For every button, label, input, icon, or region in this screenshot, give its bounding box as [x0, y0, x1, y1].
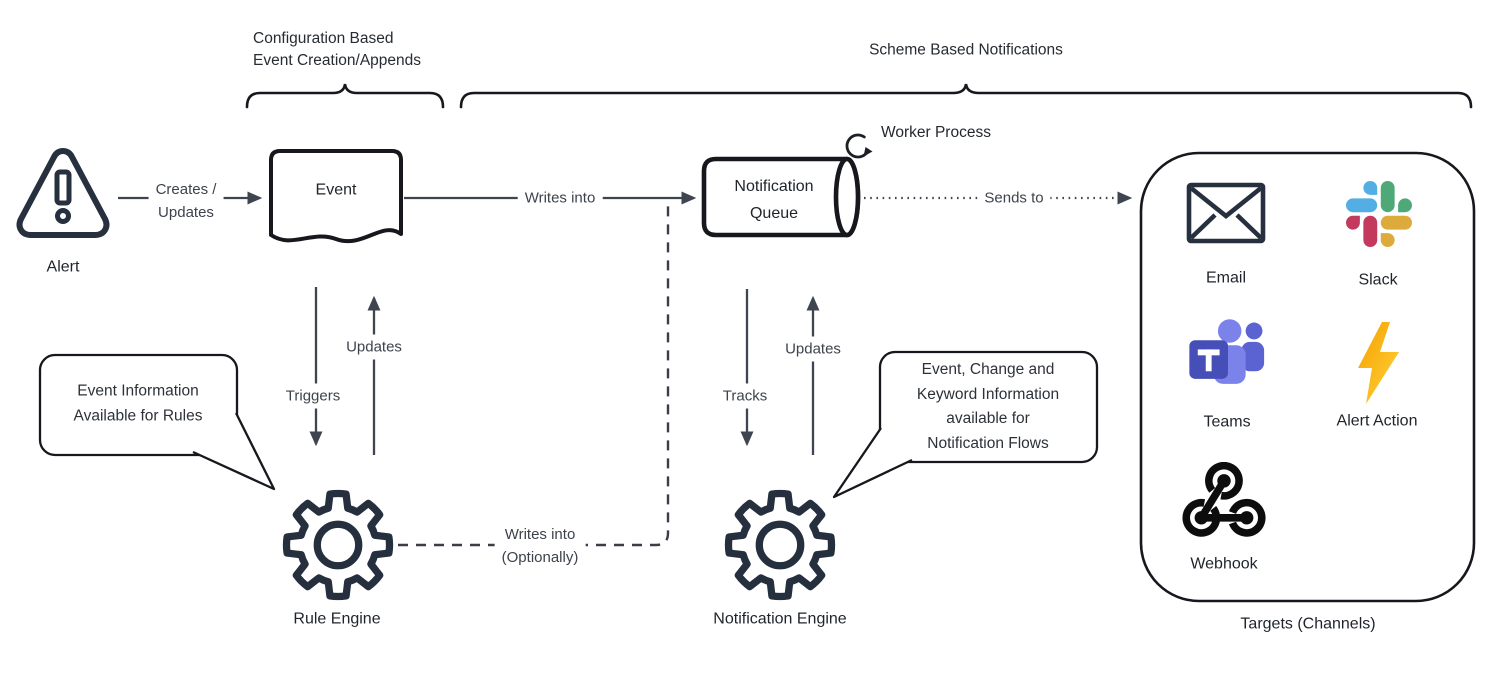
- teams-icon: [1189, 319, 1265, 384]
- callout-flows-tail-fill: [834, 428, 912, 497]
- alert-icon: [16, 148, 110, 238]
- notification-queue-shape: [701, 156, 861, 238]
- target-label-slack: Slack: [1358, 271, 1398, 289]
- event-label: Event: [315, 181, 357, 199]
- target-label-webhook: Webhook: [1190, 555, 1258, 573]
- targets-box: [1139, 151, 1476, 603]
- edge-label-tracks: Tracks: [715, 383, 775, 409]
- worker-process-label: Worker Process: [881, 124, 991, 141]
- target-label-email: Email: [1205, 269, 1247, 287]
- target-label-teams: Teams: [1203, 413, 1251, 431]
- edge-label-sends-to: Sends to: [977, 185, 1051, 211]
- edge-writes-optionally: [398, 205, 670, 547]
- event-document-shape: [269, 149, 403, 243]
- email-icon: [1186, 182, 1266, 244]
- alert-action-icon: [1358, 322, 1399, 404]
- callout-rules-tail: [192, 412, 276, 491]
- brace-scheme: [459, 83, 1473, 109]
- target-label-alert-action: Alert Action: [1336, 412, 1418, 430]
- rule-engine-gear-icon: [282, 489, 394, 601]
- notification-engine-label: Notification Engine: [713, 610, 847, 628]
- callout-rules-text: Event Information Available for Rules: [73, 382, 203, 425]
- callout-flows-text: Event, Change and Keyword Information av…: [916, 361, 1060, 452]
- edge-label-updates-left: Updates: [339, 334, 409, 360]
- callout-flows-bubble: [878, 350, 1099, 464]
- notification-queue-label: Notification Queue: [734, 178, 814, 222]
- edge-label-creates-updates: Creates / Updates: [148, 177, 224, 225]
- webhook-icon: [1182, 462, 1266, 537]
- slack-icon: [1346, 181, 1412, 247]
- edge-label-writes-optionally: Writes into (Optionally): [494, 522, 586, 570]
- brace-label-configuration: Configuration Based Event Creation/Appen…: [253, 30, 422, 69]
- callout-rules-bubble: [38, 353, 239, 457]
- targets-caption: Targets (Channels): [1240, 615, 1376, 633]
- alert-label: Alert: [46, 258, 80, 276]
- callout-flows-tail: [832, 427, 913, 499]
- notification-engine-gear-icon: [724, 489, 836, 601]
- rule-engine-label: Rule Engine: [293, 610, 381, 628]
- edge-label-updates-right: Updates: [778, 336, 848, 362]
- edge-label-triggers: Triggers: [278, 383, 348, 409]
- worker-process-icon: [845, 133, 873, 159]
- brace-configuration: [245, 83, 445, 109]
- brace-label-scheme: Scheme Based Notifications: [869, 41, 1063, 59]
- callout-rules-tail-fill: [193, 413, 274, 489]
- edge-label-writes-into: Writes into: [517, 185, 603, 211]
